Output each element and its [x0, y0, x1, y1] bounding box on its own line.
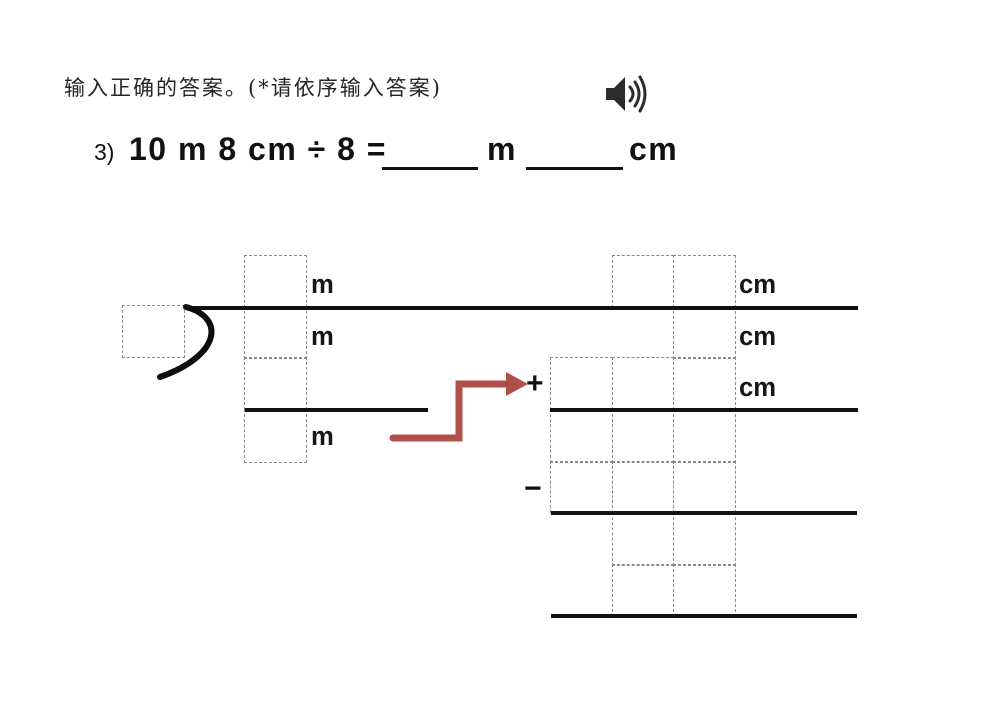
input-addend-cm-c1[interactable] — [550, 357, 613, 410]
label-cm-dividend: cm — [739, 321, 777, 351]
input-quotient-cm-tens[interactable] — [612, 255, 674, 308]
input-subtrahend-cm-c3[interactable] — [673, 461, 736, 513]
input-dividend-m[interactable] — [244, 306, 307, 359]
input-addend-cm-c3[interactable] — [673, 357, 736, 410]
division-bracket-icon — [157, 304, 215, 380]
input-quotient-cm-ones[interactable] — [673, 255, 736, 308]
cm-subtraction-line-2 — [551, 614, 857, 618]
minus-sign: − — [524, 472, 542, 505]
input-sum-cm-c3[interactable] — [673, 409, 736, 463]
speaker-icon — [602, 75, 650, 119]
input-sum-cm-c1[interactable] — [550, 409, 613, 463]
label-m-quotient: m — [311, 269, 334, 299]
label-m-dividend: m — [311, 321, 334, 351]
input-product-m[interactable] — [244, 357, 307, 410]
input-work2-cm-c1[interactable] — [612, 564, 674, 617]
input-addend-cm-c2[interactable] — [612, 357, 674, 410]
input-work-cm-c1[interactable] — [612, 512, 674, 566]
answer-blank-cm[interactable] — [526, 167, 623, 170]
cm-sum-line — [550, 408, 858, 412]
label-cm-quotient: cm — [739, 269, 777, 299]
input-work2-cm-c2[interactable] — [673, 564, 736, 617]
input-remainder-m[interactable] — [244, 409, 307, 463]
label-m-remainder: m — [311, 421, 334, 451]
input-dividend-cm[interactable] — [673, 306, 736, 359]
input-subtrahend-cm-c1[interactable] — [550, 461, 613, 513]
answer-blank-m[interactable] — [382, 167, 478, 170]
label-cm-addend: cm — [739, 372, 777, 402]
input-subtrahend-cm-c2[interactable] — [612, 461, 674, 513]
answer-unit-cm: cm — [629, 131, 679, 167]
instruction-text: 输入正确的答案。(*请依序输入答案) — [64, 76, 442, 100]
input-sum-cm-c2[interactable] — [612, 409, 674, 463]
plus-sign: + — [526, 367, 544, 400]
answer-unit-m: m — [487, 131, 517, 167]
division-bar — [185, 306, 858, 310]
input-divisor-m[interactable] — [122, 305, 185, 358]
cm-subtraction-line-1 — [551, 511, 857, 515]
input-quotient-m[interactable] — [244, 255, 307, 308]
carry-arrow-icon — [389, 372, 528, 442]
problem-expression: 10 m 8 cm ÷ 8 = — [129, 131, 387, 167]
problem-number: 3) — [94, 139, 115, 165]
m-subtraction-line — [245, 408, 428, 412]
input-work-cm-c2[interactable] — [673, 512, 736, 566]
audio-play-button[interactable] — [602, 72, 650, 116]
